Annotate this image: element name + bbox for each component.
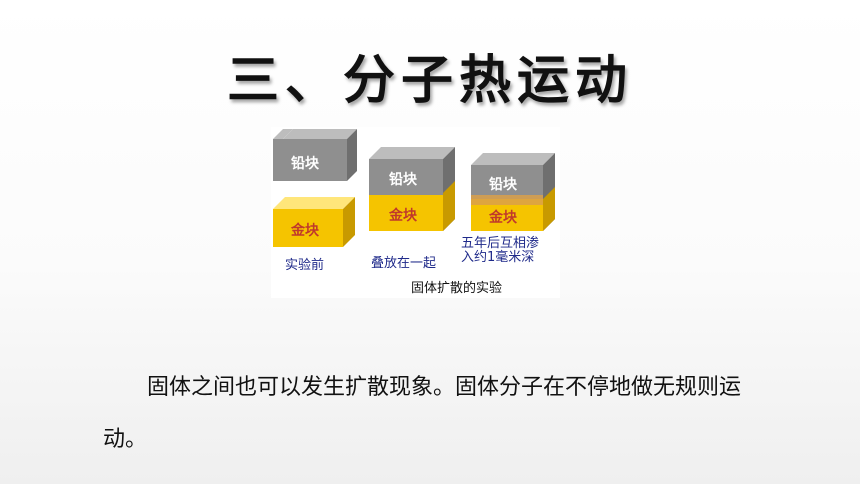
- gold-block-label-3: 金块: [489, 210, 517, 226]
- lead-block-top: [283, 129, 357, 139]
- gold-block-top: [273, 197, 355, 209]
- gold-block-label-1: 金块: [291, 223, 319, 239]
- diffusion-figure: 铅块 金块 铅块 金块 铅块 金块 实验前 叠放在一起 五年后互相渗 入约1毫米…: [271, 127, 560, 298]
- diffusion-zone: [471, 195, 543, 205]
- lead-block-label-3: 铅块: [489, 177, 517, 193]
- diffusion-illustration: [273, 129, 555, 247]
- gold-block-label-2: 金块: [389, 208, 417, 224]
- stage-3-blocks: [471, 153, 555, 231]
- gold-block-side: [343, 197, 355, 247]
- stage-label-after: 五年后互相渗 入约1毫米深: [461, 237, 539, 265]
- slide-title: 三、分子热运动: [226, 51, 633, 111]
- lead-block-label-2: 铅块: [389, 172, 417, 188]
- stage-label-after-line2: 入约1毫米深: [461, 250, 535, 265]
- stage-label-after-line1: 五年后互相渗: [461, 236, 540, 251]
- gold-block-front: [273, 209, 343, 247]
- lead-block-front: [273, 139, 347, 181]
- stage-2-blocks: [369, 147, 455, 231]
- figure-caption: 固体扩散的实验: [411, 281, 503, 296]
- lead-block-side: [347, 129, 357, 181]
- stage-1-blocks: [273, 129, 357, 247]
- lead-block-label-1: 铅块: [291, 156, 319, 172]
- body-text: 固体之间也可以发生扩散现象。固体分子在不停地做无规则运动。: [103, 375, 742, 452]
- stage-label-before: 实验前: [285, 258, 325, 273]
- stage-label-stacked: 叠放在一起: [371, 256, 437, 271]
